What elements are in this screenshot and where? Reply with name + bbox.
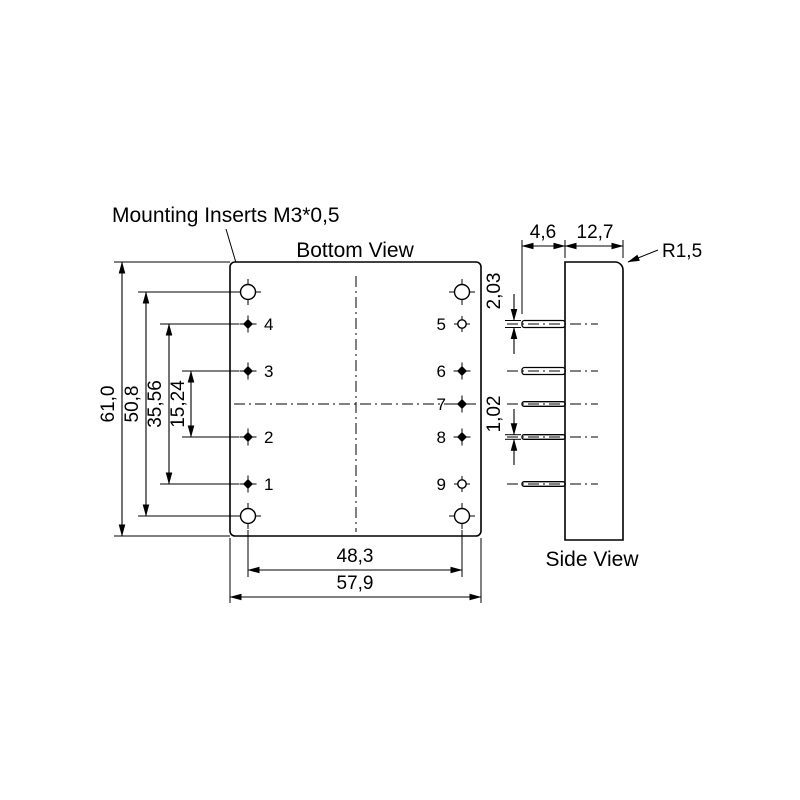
- dim-pin-thickness-small: 1,02: [484, 396, 521, 465]
- dim-corner-radius: R1,5: [627, 241, 702, 263]
- dim-hole-spacing-h: 48,3: [247, 530, 463, 577]
- dim-pin-protrusion: 4,6: [521, 222, 566, 314]
- pin-6-label: 6: [437, 362, 446, 381]
- pin-1-label: 1: [264, 475, 273, 494]
- pin-9-label: 9: [437, 475, 446, 494]
- dim-outer-height-value: 61,0: [98, 386, 119, 423]
- dim-hole-spacing-h-value: 48,3: [337, 546, 374, 567]
- side-view: 4,6 12,7 R1,5 2,03 1,02 Side Vi: [484, 222, 702, 571]
- mounting-inserts-label: Mounting Inserts M3*0,5: [112, 204, 340, 227]
- dim-pin-protrusion-value: 4,6: [530, 222, 556, 243]
- dim-depth-value: 12,7: [577, 222, 614, 243]
- dim-pin-thickness-small-value: 1,02: [484, 396, 505, 433]
- pin-7-label: 7: [437, 395, 446, 414]
- dim-corner-radius-value: R1,5: [662, 241, 702, 262]
- bottom-view-outline: [229, 261, 482, 537]
- dim-pin-span-outer: 35,56: [145, 323, 239, 485]
- pin-5-label: 5: [437, 315, 446, 334]
- pin-8-label: 8: [437, 428, 446, 447]
- dim-pin-span-inner: 15,24: [168, 370, 239, 438]
- side-view-outline: [564, 261, 624, 541]
- dim-pin-thickness-large: 2,03: [484, 273, 521, 354]
- dim-depth: 12,7: [564, 222, 624, 258]
- bottom-view-title: Bottom View: [296, 239, 414, 262]
- dim-outer-height: 61,0: [98, 261, 230, 537]
- bottom-view: Bottom View 4 3 2 1 5 6 7 8 9 6: [98, 239, 482, 603]
- dim-pin-thickness-large-value: 2,03: [484, 273, 505, 310]
- pin-4-label: 4: [264, 315, 273, 334]
- dim-pin-span-outer-value: 35,56: [145, 380, 166, 428]
- dim-outer-width: 57,9: [229, 538, 482, 603]
- dim-hole-spacing-v: 50,8: [122, 291, 235, 517]
- dim-outer-width-value: 57,9: [337, 573, 374, 594]
- pin-3-label: 3: [264, 362, 273, 381]
- side-view-title: Side View: [545, 548, 639, 571]
- pin-2-label: 2: [264, 428, 273, 447]
- dim-hole-spacing-v-value: 50,8: [122, 386, 143, 423]
- dim-pin-span-inner-value: 15,24: [168, 380, 189, 428]
